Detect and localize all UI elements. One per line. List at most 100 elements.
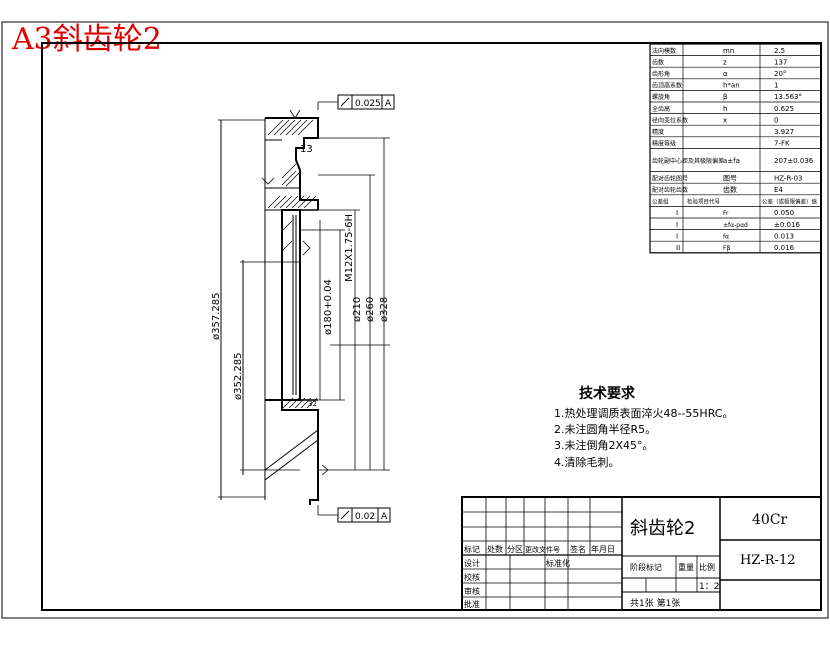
dim-d180: ø180+0.04 xyxy=(323,279,334,335)
param-name: 齿顶高系数 xyxy=(652,82,682,90)
param-name: 全齿高 xyxy=(652,105,670,113)
check-header-cell: 检验项目代号 xyxy=(687,198,721,206)
rev-h-mark: 标记 xyxy=(464,544,480,554)
tech-item-1: 1.热处理调质表面淬火48--55HRC。 xyxy=(554,406,733,420)
tb-weight: 重量 xyxy=(678,562,694,572)
param-name: 配对齿轮图号 xyxy=(652,174,688,182)
tb-ratio: 比例 xyxy=(699,562,715,572)
param-value: 0 xyxy=(774,116,778,124)
check-header-row: 公差组 检验项目代号 公差（或极限偏差）值 xyxy=(650,198,821,207)
check-code: ±fα-pαd xyxy=(723,222,748,229)
roughness-32: 32 xyxy=(308,400,317,408)
param-row: 精度等级 7-FK xyxy=(650,140,821,149)
param-value: 1 xyxy=(774,82,778,90)
inner-frame xyxy=(41,42,822,611)
param-name: 齿数 xyxy=(652,58,664,66)
runout-value: 0.02 xyxy=(355,512,375,522)
param-value: 207±0.036 xyxy=(774,157,814,165)
param-value: 13.563° xyxy=(774,93,802,101)
param-row: 全齿高 h 0.625 xyxy=(650,105,821,114)
rev-h-sign: 签名 xyxy=(570,544,586,554)
param-value: 2.5 xyxy=(774,47,785,55)
gear-parameter-table: 法向模数 mn 2.5 齿数 z 137 齿形角 α 20° 齿顶高系数 h*an 1 螺旋角 β 13.5… xyxy=(649,43,822,254)
gear-section-view xyxy=(218,101,390,516)
check-code: Fr xyxy=(723,210,729,217)
dim-m12: M12X1.75-6H xyxy=(344,214,355,282)
param-row: 精度 3.927 xyxy=(650,128,821,138)
dim-d352: ø352.285 xyxy=(233,353,244,400)
roughness-13: 13 xyxy=(300,144,313,155)
param-symbol: β xyxy=(723,93,727,101)
param-name: 精度 xyxy=(652,128,664,136)
param-symbol: x xyxy=(723,116,727,124)
dim-d357: ø357.285 xyxy=(211,293,222,340)
param-row: 配对齿轮齿数 齿数 E4 xyxy=(650,185,821,196)
check-code: Fβ xyxy=(723,245,730,252)
tech-item-4: 4.清除毛刺。 xyxy=(554,455,620,469)
flatness-datum: A xyxy=(385,99,392,109)
param-row: 齿数 z 137 xyxy=(650,58,821,68)
tech-item-3: 3.未注倒角2X45°。 xyxy=(554,438,654,452)
flatness-frame: 0.025 A xyxy=(337,94,395,110)
param-value: E4 xyxy=(774,186,783,194)
rev-h-file: 更改文件号 xyxy=(525,545,560,554)
param-symbol: a±fa xyxy=(723,157,740,165)
param-name: 配对齿轮齿数 xyxy=(652,186,688,194)
param-name: 齿形角 xyxy=(652,70,670,78)
param-row: 径向变位系数 x 0 xyxy=(650,116,821,126)
tech-title: 技术要求 xyxy=(579,385,636,402)
param-value: 20° xyxy=(774,70,786,78)
param-name: 法向模数 xyxy=(652,47,676,55)
param-symbol: h*an xyxy=(723,82,740,90)
param-symbol: z xyxy=(723,58,727,66)
param-symbol: 齿数 xyxy=(723,185,737,194)
param-value: 0.625 xyxy=(774,105,794,113)
param-row: 法向模数 mn 2.5 xyxy=(650,47,821,56)
param-name: 螺旋角 xyxy=(652,93,670,101)
sheet-title: A3斜齿轮2 xyxy=(11,22,162,57)
param-row: 螺旋角 β 13.563° xyxy=(650,93,821,103)
dim-d210: ø210 xyxy=(352,297,363,322)
param-symbol: mn xyxy=(723,47,734,55)
param-name: 径向变位系数 xyxy=(652,116,688,124)
param-row: 齿形角 α 20° xyxy=(650,70,821,80)
param-value: 3.927 xyxy=(774,128,794,136)
tb-approve: 批准 xyxy=(464,599,480,609)
param-value: 137 xyxy=(774,58,787,66)
param-symbol: 图号 xyxy=(723,174,737,182)
part-name: 斜齿轮2 xyxy=(630,518,695,539)
check-group: I xyxy=(676,221,678,229)
tech-item-2: 2.未注圆角半径R5。 xyxy=(554,422,656,436)
rev-h-count: 处数 xyxy=(487,544,503,554)
check-code: fα xyxy=(723,233,729,240)
param-value: 7-FK xyxy=(774,140,790,148)
param-row: 配对齿轮图号 图号 HZ-R-03 xyxy=(650,174,821,184)
check-group: II xyxy=(676,244,680,252)
param-symbol: α xyxy=(723,70,728,78)
param-symbol: h xyxy=(723,105,727,113)
check-group: I xyxy=(676,209,678,217)
runout-frame: 0.02 A xyxy=(337,507,391,523)
rev-h-date: 年月日 xyxy=(591,544,615,554)
check-value: 0.013 xyxy=(774,232,794,240)
tb-std: 标准化 xyxy=(546,558,570,568)
dim-d260: ø260 xyxy=(365,297,376,322)
check-row: I±fα-pαd±0.016 xyxy=(650,221,821,230)
param-name: 精度等级 xyxy=(652,140,676,148)
drawing-number: HZ-R-12 xyxy=(740,553,796,568)
tb-review: 审核 xyxy=(464,586,480,596)
outer-frame xyxy=(1,21,829,619)
dim-d328: ø328 xyxy=(379,297,390,322)
tb-design: 设计 xyxy=(464,558,480,568)
param-value: HZ-R-03 xyxy=(774,174,802,182)
param-name: 齿轮副中心距及其极限偏差 xyxy=(652,157,724,165)
runout-datum: A xyxy=(381,512,388,522)
check-header-cell: 公差组 xyxy=(652,198,669,206)
check-header-cell: 公差（或极限偏差）值 xyxy=(762,198,818,206)
